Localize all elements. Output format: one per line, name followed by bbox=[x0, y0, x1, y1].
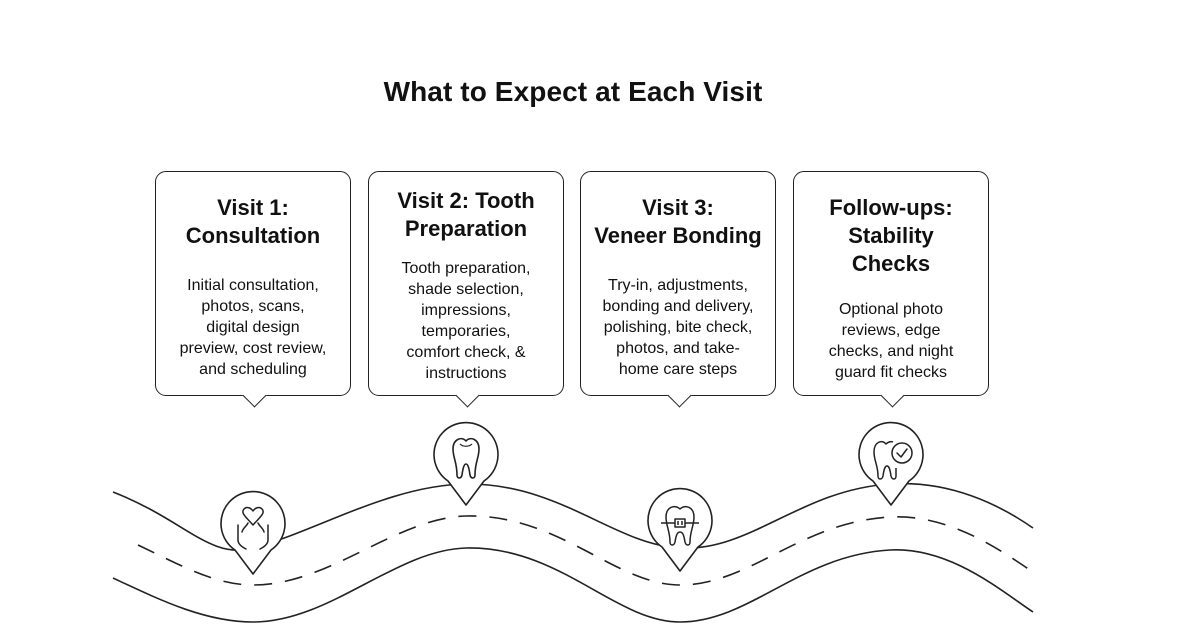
tooth-icon bbox=[452, 437, 480, 479]
follow-ups-card: Follow-ups: Stability Checks Optional ph… bbox=[793, 171, 989, 408]
page-title: What to Expect at Each Visit bbox=[383, 76, 763, 107]
road-center-line bbox=[137, 515, 1034, 586]
visit-1-card: Visit 1: Consultation Initial consultati… bbox=[155, 171, 351, 408]
braces-tooth-icon bbox=[661, 505, 699, 546]
visit-1-marker bbox=[220, 490, 286, 575]
visit-2-card: Visit 2: Tooth Preparation Tooth prepara… bbox=[368, 171, 564, 408]
visit-3-card: Visit 3: Veneer Bonding Try-in, adjustme… bbox=[580, 171, 776, 408]
visit-2-title: Visit 2: Tooth Preparation bbox=[397, 188, 535, 241]
visit-2-description: Tooth preparation, shade selection, impr… bbox=[401, 260, 531, 382]
tooth-check-icon bbox=[873, 440, 913, 480]
follow-ups-marker bbox=[858, 421, 924, 506]
follow-ups-description: Optional photo reviews, edge checks, and… bbox=[828, 301, 954, 381]
visit-1-description: Initial consultation, photos, scans, dig… bbox=[179, 277, 327, 378]
hands-heart-icon bbox=[237, 506, 269, 550]
visit-3-marker bbox=[647, 487, 713, 572]
visit-3-description: Try-in, adjustments, bonding and deliver… bbox=[602, 277, 754, 378]
visit-1-title: Visit 1: Consultation bbox=[185, 195, 321, 248]
follow-ups-title: Follow-ups: Stability Checks bbox=[829, 195, 953, 276]
road-bottom-edge bbox=[112, 547, 1034, 623]
visit-3-title: Visit 3: Veneer Bonding bbox=[594, 195, 762, 248]
visit-2-marker bbox=[433, 421, 499, 506]
